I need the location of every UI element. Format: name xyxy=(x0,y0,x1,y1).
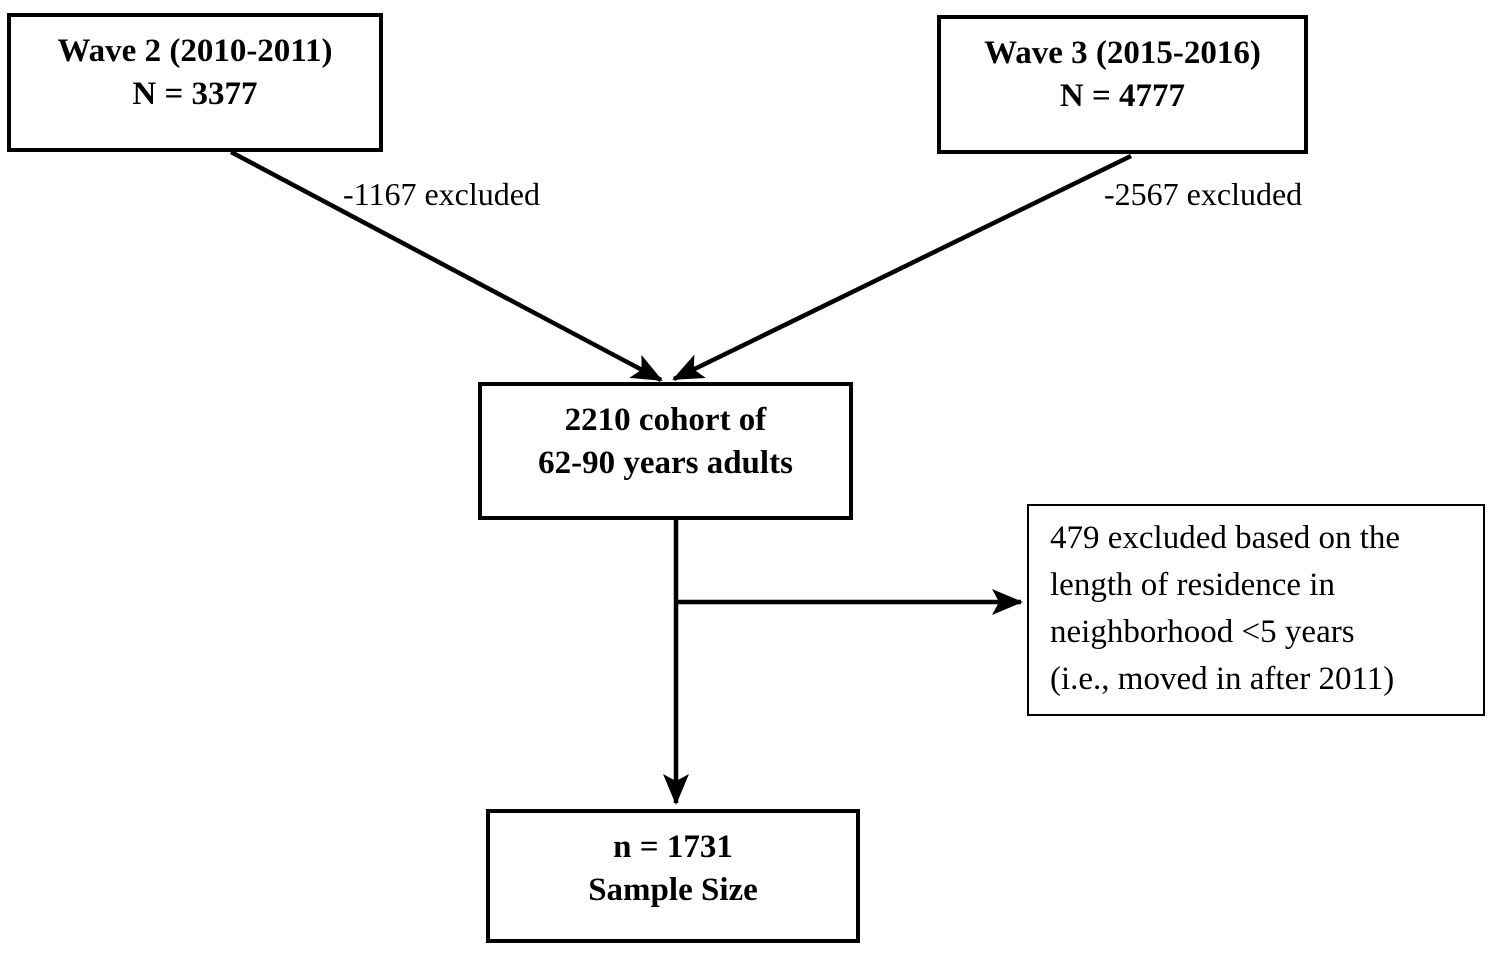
cohort-box: 2210 cohort of 62-90 years adults xyxy=(478,382,853,520)
arrow-wave3-to-cohort xyxy=(672,153,1132,382)
excluded-box-line: 479 excluded based on the xyxy=(1050,520,1401,556)
wave2-box: Wave 2 (2010-2011) N = 3377 xyxy=(7,13,383,152)
wave3-box-title: Wave 3 (2015-2016) xyxy=(984,35,1261,71)
sample-box-count: n = 1731 xyxy=(613,829,733,865)
wave3-box: Wave 3 (2015-2016) N = 4777 xyxy=(937,15,1308,154)
wave3-box-count: N = 4777 xyxy=(1059,78,1186,114)
sample-box: n = 1731 Sample Size xyxy=(486,809,860,943)
sample-box-label: Sample Size xyxy=(588,872,758,908)
excluded-box: 479 excluded based on the length of resi… xyxy=(1027,504,1485,716)
wave2-box-title: Wave 2 (2010-2011) xyxy=(57,33,333,69)
arrow-wave2-to-cohort xyxy=(229,150,663,382)
excluded-box-line: (i.e., moved in after 2011) xyxy=(1050,661,1395,697)
cohort-box-count: 2210 cohort of xyxy=(564,402,767,438)
wave2-exclusion-label: -1167 excluded xyxy=(343,176,540,212)
wave3-exclusion-label: -2567 excluded xyxy=(1104,176,1303,212)
excluded-box-line: length of residence in xyxy=(1050,567,1335,603)
cohort-box-description: 62-90 years adults xyxy=(538,445,793,481)
excluded-box-line: neighborhood <5 years xyxy=(1050,614,1355,650)
wave2-box-count: N = 3377 xyxy=(132,76,258,112)
